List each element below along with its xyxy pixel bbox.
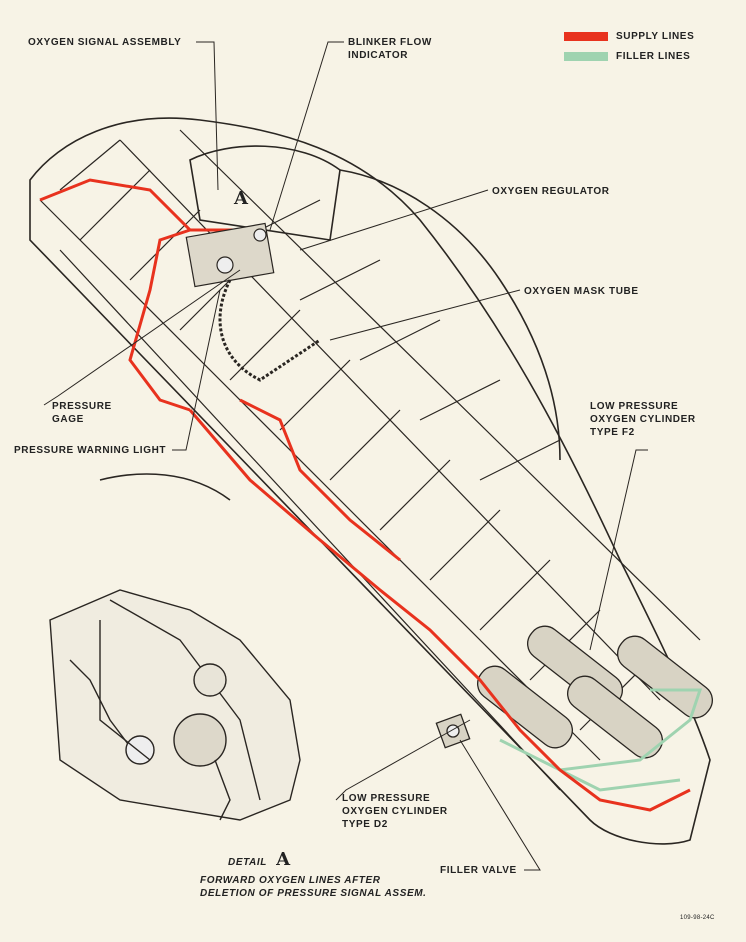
filler-lines-swatch: [564, 52, 608, 61]
detail-a-inset: [49, 589, 301, 821]
filler-lines-legend-label: FILLER LINES: [616, 51, 691, 62]
detail-a-title: DETAIL A: [228, 850, 291, 869]
oxygen-mask-tube-label: OXYGEN MASK TUBE: [524, 286, 639, 297]
leader-lines: [43, 41, 648, 871]
fuselage-outline: [29, 117, 711, 845]
filler-valve-label: FILLER VALVE: [440, 865, 517, 876]
detail-a-marker: A: [234, 188, 249, 209]
low-pressure-d2-label: LOW PRESSURE OXYGEN CYLINDER TYPE D2: [342, 793, 448, 830]
filler-lines: [499, 688, 703, 792]
regulator-assembly: [185, 222, 275, 288]
oxygen-regulator-label: OXYGEN REGULATOR: [492, 186, 610, 197]
low-pressure-f2-label: LOW PRESSURE OXYGEN CYLINDER TYPE F2: [590, 401, 696, 438]
pressure-warning-light-label: PRESSURE WARNING LIGHT: [14, 445, 167, 456]
supply-lines-swatch: [564, 32, 608, 41]
filler-valve: [435, 713, 471, 749]
detail-title-prefix: DETAIL: [228, 857, 267, 868]
detail-title-letter: A: [276, 849, 291, 870]
detail-a-caption: FORWARD OXYGEN LINES AFTER DELETION OF P…: [200, 875, 427, 899]
blinker-flow-indicator-label: BLINKER FLOW INDICATOR: [348, 37, 432, 61]
pressure-gage-label: PRESSURE GAGE: [52, 401, 112, 425]
oxygen-signal-assembly-label: OXYGEN SIGNAL ASSEMBLY: [28, 37, 182, 48]
oxygen-mask-tube: [218, 279, 321, 382]
supply-lines-legend-label: SUPPLY LINES: [616, 31, 695, 42]
drawing-number: 109-98-24C: [680, 915, 715, 921]
oxygen-cylinders: [477, 625, 713, 759]
